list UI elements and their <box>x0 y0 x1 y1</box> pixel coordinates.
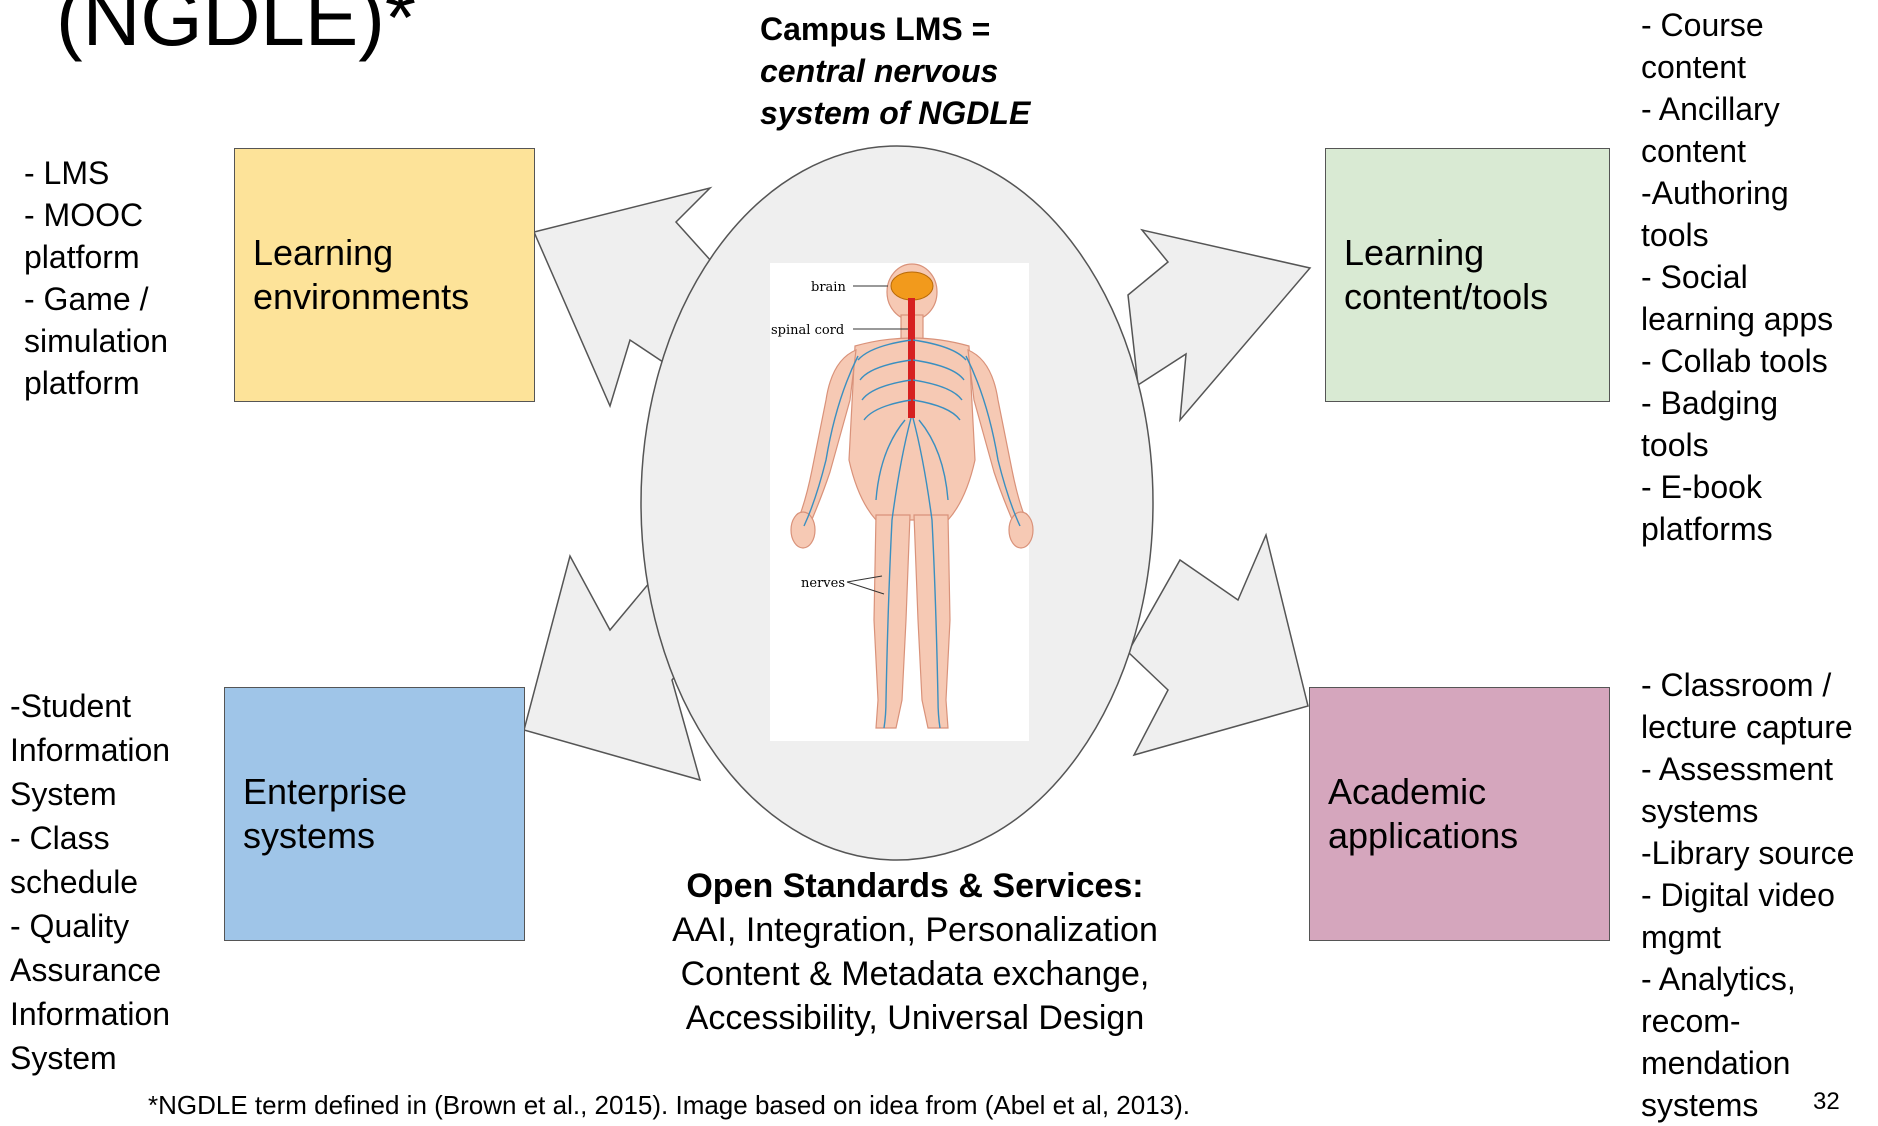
list-item: - Social <box>1641 259 1748 295</box>
list-item: systems <box>1641 1087 1759 1123</box>
list-item: systems <box>1641 793 1759 829</box>
center-title: Campus LMS = central nervous system of N… <box>760 8 1030 134</box>
list-enterprise-systems: -Student Information System - Class sche… <box>10 684 170 1080</box>
box-enterprise-systems: Enterprise systems <box>224 687 525 941</box>
list-item: - Class <box>10 820 110 856</box>
title-fragment: (NGDLE)* <box>56 0 417 62</box>
list-item: - Game / <box>24 281 149 317</box>
open-standards-line1: AAI, Integration, Personalization <box>672 911 1158 949</box>
open-standards-heading: Open Standards & Services: <box>686 867 1144 905</box>
right-leg <box>913 514 951 729</box>
list-item: -Student <box>10 688 131 724</box>
list-item: System <box>10 776 117 812</box>
list-item: content <box>1641 49 1746 85</box>
list-item: -Authoring <box>1641 175 1789 211</box>
open-standards: Open Standards & Services: AAI, Integrat… <box>600 864 1230 1040</box>
list-item: - Digital video <box>1641 877 1835 913</box>
center-title-line1: Campus LMS = <box>760 11 991 47</box>
box-learning-environments-line1: Learning <box>253 232 394 273</box>
box-learning-content-tools: Learning content/tools <box>1325 148 1610 402</box>
right-hand <box>1008 511 1034 549</box>
list-learning-content-tools: - Course content - Ancillary content -Au… <box>1641 4 1833 550</box>
list-item: tools <box>1641 217 1709 253</box>
left-hand <box>790 511 816 549</box>
nerves-label: nerves <box>801 576 845 591</box>
list-item: - Course <box>1641 7 1764 43</box>
list-item: - LMS <box>24 155 110 191</box>
box-enterprise-systems-line2: systems <box>243 815 376 856</box>
list-item: mgmt <box>1641 919 1721 955</box>
open-standards-line2: Content & Metadata exchange, <box>680 955 1150 993</box>
list-item: - Assessment <box>1641 751 1834 787</box>
list-item: - Classroom / <box>1641 667 1832 703</box>
page-number: 32 <box>1813 1088 1840 1115</box>
list-item: content <box>1641 133 1746 169</box>
list-academic-applications: - Classroom / lecture capture - Assessme… <box>1641 664 1854 1126</box>
list-learning-environments: - LMS - MOOC platform - Game / simulatio… <box>24 152 168 404</box>
box-enterprise-systems-line1: Enterprise <box>243 771 408 812</box>
arrow-to-academic-applications <box>1127 532 1309 757</box>
list-item: - Ancillary <box>1641 91 1780 127</box>
right-arm <box>967 349 1027 525</box>
box-academic-applications-line2: applications <box>1328 815 1519 856</box>
list-item: -Library source <box>1641 835 1855 871</box>
list-item: platform <box>24 365 140 401</box>
list-item: - MOOC <box>24 197 144 233</box>
box-learning-content-tools-line2: content/tools <box>1344 276 1549 317</box>
spinal-cord-label: spinal cord <box>771 323 844 338</box>
list-item: Information <box>10 996 171 1032</box>
box-academic-applications: Academic applications <box>1309 687 1610 941</box>
list-item: - Collab tools <box>1641 343 1828 379</box>
open-standards-line3: Accessibility, Universal Design <box>685 999 1145 1037</box>
list-item: Assurance <box>10 952 162 988</box>
box-academic-applications-line1: Academic <box>1328 771 1487 812</box>
list-item: schedule <box>10 864 139 900</box>
center-title-line2: central nervous <box>760 53 999 89</box>
list-item: - Badging <box>1641 385 1778 421</box>
list-item: platforms <box>1641 511 1773 547</box>
footnote: *NGDLE term defined in (Brown et al., 20… <box>148 1090 1190 1120</box>
list-item: lecture capture <box>1641 709 1853 745</box>
list-item: tools <box>1641 427 1709 463</box>
list-item: learning apps <box>1641 301 1834 337</box>
brain-shape <box>890 271 934 301</box>
list-item: - Analytics, <box>1641 961 1796 997</box>
list-item: simulation <box>24 323 169 359</box>
list-item: platform <box>24 239 140 275</box>
box-learning-environments-line2: environments <box>253 276 470 317</box>
brain-label: brain <box>811 280 846 295</box>
list-item: recom- <box>1641 1003 1741 1039</box>
list-item: - E-book <box>1641 469 1762 505</box>
left-arm <box>797 349 857 525</box>
list-item: - Quality <box>10 908 130 944</box>
left-leg <box>873 514 911 729</box>
spinal-cord-shape <box>908 298 915 418</box>
center-title-line3: system of NGDLE <box>760 95 1031 131</box>
list-item: Information <box>10 732 171 768</box>
box-learning-environments: Learning environments <box>234 148 535 402</box>
nervous-system-illustration: brain spinal cord nerves <box>771 263 1034 729</box>
arrow-to-learning-content <box>1127 228 1312 423</box>
list-item: mendation <box>1641 1045 1791 1081</box>
box-learning-content-tools-line1: Learning <box>1344 232 1485 273</box>
list-item: System <box>10 1040 117 1076</box>
